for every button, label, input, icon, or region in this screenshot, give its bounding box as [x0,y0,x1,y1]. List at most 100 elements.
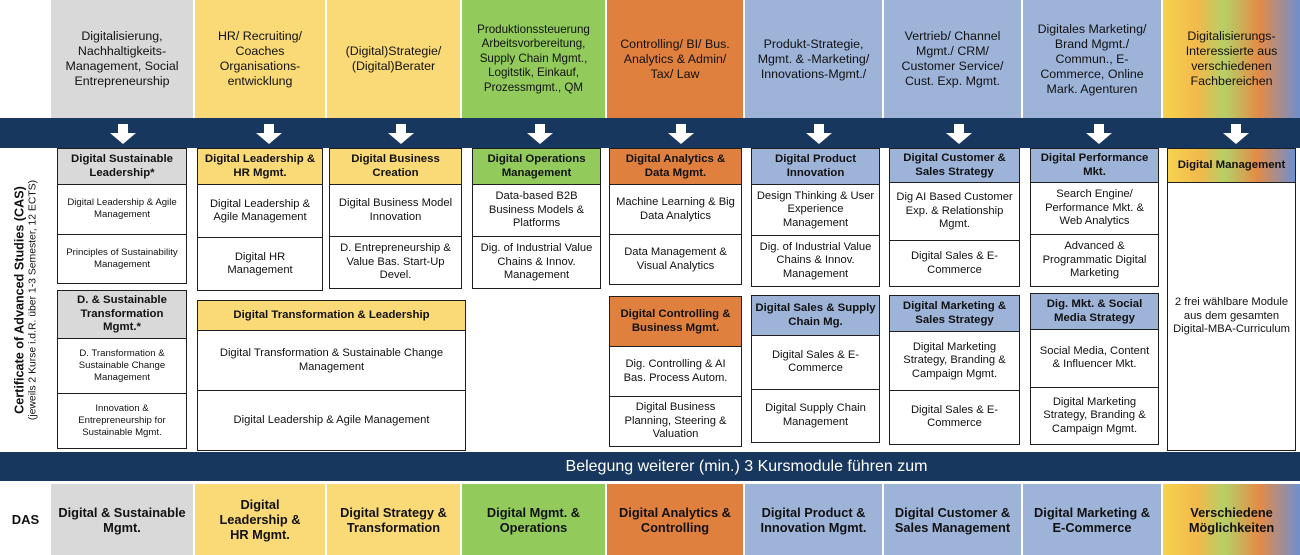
banner: Belegung weiterer (min.) 3 Kursmodule fü… [193,452,1300,481]
header-label: (Digital)Strategie/ (Digital)Berater [345,44,442,73]
header-label: Vertrieb/ Channel Mgmt./ CRM/ Customer S… [901,29,1004,88]
module-social-media-strategy[interactable]: Dig. Mkt. & Social Media Strategy Social… [1030,293,1159,445]
das-sustainable: Digital & Sustainable Mgmt. [51,484,193,555]
banner-text: Belegung weiterer (min.) 3 Kursmodule fü… [565,457,928,475]
header-various: Digitalisierungs-Interessierte aus versc… [1163,0,1300,118]
module-digital-performance[interactable]: Digital Performance Mkt. Search Engine/ … [1030,148,1159,287]
module-title: Digital Performance Mkt. [1031,149,1158,183]
module-course: Digital Business Model Innovation [330,185,461,237]
cas-subtitle: (jeweils 2 Kurse i.d.R. über 1-3 Semeste… [27,179,38,420]
module-course: Digital Sales & E-Commerce [910,403,999,430]
cas-title: Certificate of Advanced Studies (CAS) [12,185,26,414]
module-course: Machine Learning & Big Data Analytics [610,185,741,235]
das-customer: Digital Customer & Sales Management [884,484,1021,555]
module-title: D. & Sustainable Transformation Mgmt.* [58,291,186,339]
module-digital-management[interactable]: Digital Management 2 frei wählbare Modul… [1167,148,1296,451]
module-sustainable-transformation[interactable]: D. & Sustainable Transformation Mgmt.* D… [57,290,187,449]
das-text: Digital Leadership & HR Mgmt. [219,497,301,542]
module-course: Digital Marketing Strategy, Branding & C… [890,332,1019,391]
module-title: Digital Sustainable Leadership* [58,149,186,185]
module-digital-analytics[interactable]: Digital Analytics & Data Mgmt. Machine L… [609,148,742,285]
module-course: Digital HR Management [227,250,293,277]
module-digital-leadership-hr[interactable]: Digital Leadership & HR Mgmt. Digital Le… [197,148,323,291]
down-arrow-icon [668,121,694,147]
module-title: Digital Transformation & Leadership [198,301,465,331]
module-title: Digital Product Innovation [752,149,879,185]
module-course: D. Entrepreneurship & Value Bas. Start-U… [340,242,451,282]
module-title: Digital Customer & Sales Strategy [890,149,1019,183]
module-title: Digital Analytics & Data Mgmt. [610,149,741,185]
down-arrow-icon [946,121,972,147]
banner-left-fill [51,452,193,481]
das-operations: Digital Mgmt. & Operations [462,484,605,555]
module-course: 2 frei wählbare Module aus dem gesamten … [1173,296,1290,336]
module-digital-business-creation[interactable]: Digital Business Creation Digital Busine… [329,148,462,289]
module-title: Digital Business Creation [330,149,461,185]
module-digital-sustainable-leadership[interactable]: Digital Sustainable Leadership* Digital … [57,148,187,284]
header-label: Digitales Marketing/ Brand Mgmt./ Commun… [1037,21,1147,96]
module-course: Principles of Sustainability Management [66,246,178,270]
das-leadership: Digital Leadership & HR Mgmt. [195,484,325,555]
module-course: Design Thinking & User Experience Manage… [752,185,879,236]
header-controlling: Controlling/ BI/ Bus. Analytics & Admin/… [607,0,743,118]
module-course: D. Transformation & Sustainable Change M… [58,339,186,394]
das-analytics: Digital Analytics & Controlling [607,484,743,555]
module-course: Digital Leadership & Agile Management [198,185,322,238]
das-text: Digital Product & Innovation Mgmt. [760,504,867,535]
module-title: Digital Management [1168,149,1295,183]
module-course: Dig AI Based Customer Exp. & Relationshi… [890,183,1019,242]
module-digital-marketing-sales[interactable]: Digital Marketing & Sales Strategy Digit… [889,295,1020,445]
module-digital-customer-sales[interactable]: Digital Customer & Sales Strategy Dig AI… [889,148,1020,287]
module-title: Digital Sales & Supply Chain Mg. [752,296,879,336]
arrow-band [0,118,1300,148]
das-strategy: Digital Strategy & Transformation [327,484,460,555]
header-label: Digitalisierung, Nachhaltigkeits-Managem… [65,29,179,88]
module-course: Dig. Controlling & AI Bas. Process Autom… [610,347,741,397]
module-course: Digital Business Planning, Steering & Va… [624,401,727,441]
cas-label: Certificate of Advanced Studies (CAS) (j… [0,147,51,452]
module-digital-transformation-leadership[interactable]: Digital Transformation & Leadership Digi… [197,300,466,451]
module-course: Digital Sales & E-Commerce [910,250,999,276]
das-various: Verschiedene Möglichkeiten [1163,484,1300,555]
das-text: Digital Customer & Sales Management [894,504,1011,535]
das-text: Digital & Sustainable Mgmt. [58,504,186,535]
header-marketing: Digitales Marketing/ Brand Mgmt./ Commun… [1023,0,1161,118]
down-arrow-icon [806,121,832,147]
module-course: Digital Leadership & Agile Management [233,413,430,426]
header-production: Produktionssteuerung Arbeitsvorbereitung… [462,0,605,118]
header-label: HR/ Recruiting/ Coaches Organisations-en… [217,29,302,88]
das-label-text: DAS [11,512,40,527]
module-digital-operations[interactable]: Digital Operations Management Data-based… [472,148,601,289]
down-arrow-icon [1223,121,1249,147]
header-product: Produkt-Strategie, Mgmt. & -Marketing/ I… [745,0,882,118]
module-course: Digital Leadership & Agile Management [58,185,186,235]
module-title: Dig. Mkt. & Social Media Strategy [1031,294,1158,330]
header-strategy: (Digital)Strategie/ (Digital)Berater [327,0,460,118]
das-text: Digital Mgmt. & Operations [486,504,581,535]
header-sales: Vertrieb/ Channel Mgmt./ CRM/ Customer S… [884,0,1021,118]
module-course: Data Management & Visual Analytics [624,246,727,272]
module-course: Dig. of Industrial Value Chains & Innov.… [480,242,593,282]
down-arrow-icon [1086,121,1112,147]
header-label: Produkt-Strategie, Mgmt. & -Marketing/ I… [757,36,870,81]
module-course: Digital Transformation & Sustainable Cha… [198,331,465,391]
down-arrow-icon [256,121,282,147]
das-text: Digital Analytics & Controlling [619,504,731,535]
header-label: Produktionssteuerung Arbeitsvorbereitung… [477,22,590,94]
das-marketing: Digital Marketing & E-Commerce [1023,484,1161,555]
module-digital-controlling[interactable]: Digital Controlling & Business Mgmt. Dig… [609,296,742,447]
module-title: Digital Leadership & HR Mgmt. [198,149,322,185]
corner-cell [0,0,51,118]
module-digital-sales-supply-chain[interactable]: Digital Sales & Supply Chain Mg. Digital… [751,295,880,443]
das-text: Digital Marketing & E-Commerce [1034,504,1150,535]
module-course: Digital Marketing Strategy, Branding & C… [1043,395,1146,435]
down-arrow-icon [527,121,553,147]
header-sustainability: Digitalisierung, Nachhaltigkeits-Managem… [51,0,193,118]
module-course: Data-based B2B Business Models & Platfor… [473,185,600,237]
das-label: DAS [0,484,51,555]
module-digital-product-innovation[interactable]: Digital Product Innovation Design Thinki… [751,148,880,287]
module-title: Digital Marketing & Sales Strategy [890,296,1019,332]
module-course: Digital Supply Chain Management [765,402,866,428]
module-title: Digital Controlling & Business Mgmt. [610,297,741,347]
down-arrow-icon [388,121,414,147]
